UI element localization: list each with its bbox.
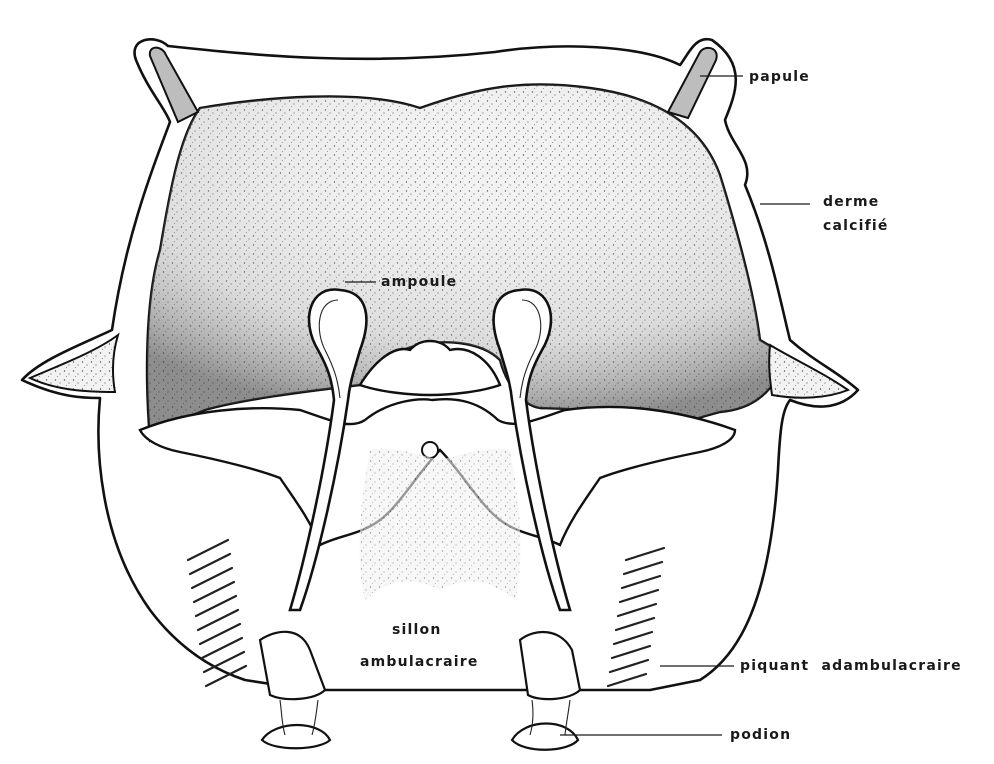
- label-sillon: sillon: [392, 622, 442, 638]
- label-papule: papule: [749, 69, 810, 85]
- ambulacral-groove-area: [360, 449, 521, 600]
- label-derme: derme: [823, 194, 880, 210]
- right-marginal-lobe: [769, 345, 848, 398]
- left-podion-sucker: [262, 725, 330, 748]
- label-calcifie: calcifié: [823, 218, 889, 234]
- label-ampoule: ampoule: [381, 274, 457, 290]
- label-ambulacraire: ambulacraire: [360, 654, 479, 670]
- radial-canal: [422, 442, 438, 458]
- label-piquant-adambulacraire: piquant adambulacraire: [740, 658, 962, 674]
- label-podion: podion: [730, 727, 791, 743]
- right-podion-sucker: [512, 724, 578, 750]
